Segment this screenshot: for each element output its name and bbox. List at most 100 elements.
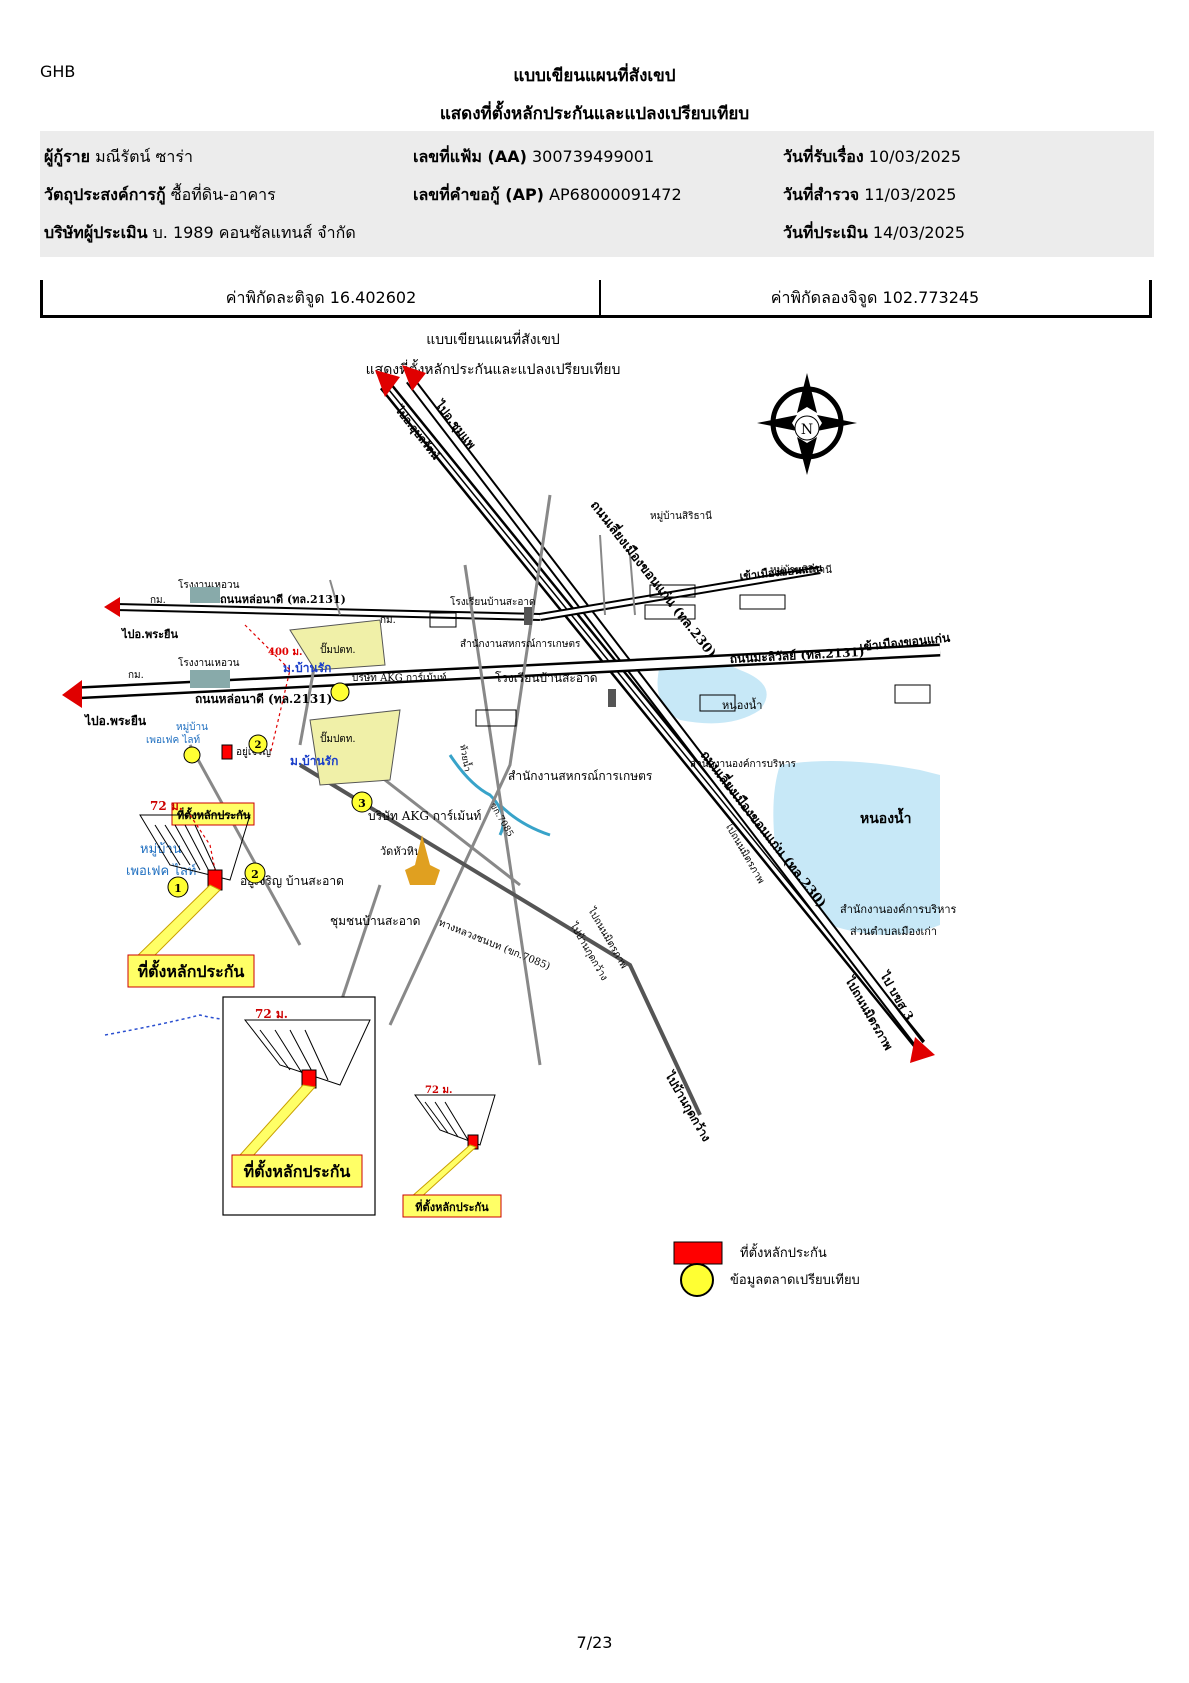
file-no-value: 300739499001	[532, 147, 655, 166]
arrow-bypass3	[910, 1037, 935, 1063]
request-no-row: เลขที่คำขอกู้ (AP) AP68000091472	[413, 183, 682, 208]
collateral-label-inset2	[402, 1194, 502, 1218]
file-no-label: เลขที่แฟ้ม (AA)	[413, 147, 527, 166]
north-arrow-icon: N	[757, 373, 857, 475]
tao-office-label: สำนักงานองค์การบริหาร	[840, 903, 957, 916]
purpose-label: วัตถุประสงค์การกู้	[44, 185, 166, 204]
file-no-row: เลขที่แฟ้ม (AA) 300739499001	[413, 145, 654, 170]
arrow-phrayuen-lower	[62, 680, 82, 708]
ayu-charoen2-label: อยู่เจริญ	[236, 747, 271, 758]
appraisal-label: วันที่ประเมิน	[783, 223, 868, 242]
traffic-light-icon-2	[608, 689, 616, 707]
traffic-light-icon	[524, 607, 532, 625]
coop1-label: สำนักงานสหกรณ์การเกษตร	[460, 638, 581, 650]
comparison-marker-4	[167, 876, 189, 898]
road-2131-upper-label: ถนนหล่อนาดี (ทล.2131)	[220, 593, 346, 606]
bank-code: GHB	[40, 62, 76, 81]
sirithani-label: หมู่บ้านสิริธานี	[650, 510, 712, 522]
marker-2-label: 2	[255, 740, 262, 751]
received-value: 10/03/2025	[868, 147, 962, 166]
latitude-label: ค่าพิกัดละติจูด	[225, 288, 325, 307]
akg1-label: บริษัท AKG การ์เม้นท์	[352, 672, 446, 684]
legend-comparison-label: ข้อมูลตลาดเปรียบเทียบ	[730, 1272, 860, 1288]
legend-collateral-swatch	[673, 1241, 723, 1265]
school2-label: โรงเรียนบ้านสะอาด	[495, 671, 598, 685]
pond-label: หนองน้ำ	[860, 807, 911, 827]
perfect-small-label: หมู่บ้าน	[176, 721, 208, 733]
marker-1-label: 1	[174, 882, 182, 895]
map-title: แบบเขียนแผนที่สังเขป	[426, 330, 560, 348]
collateral-label-small	[171, 802, 255, 826]
page-subtitle: แสดงที่ตั้งหลักประกันและแปลงเปรียบเทียบ	[439, 104, 750, 124]
wat-label: วัดหัวหิน	[380, 845, 422, 858]
borrower-value: มณีรัตน์ ซาร่า	[95, 147, 193, 166]
arrow-chumphae	[402, 365, 426, 391]
legend-comparison-swatch	[680, 1263, 714, 1297]
borrower-label: ผู้กู้ราย	[44, 147, 91, 166]
survey-value: 11/03/2025	[864, 185, 957, 204]
location-map: แบบเขียนแผนที่สังเขป แสดงที่ตั้งหลักประก…	[62, 330, 957, 1297]
appraiser-label: บริษัทผู้ประเมิน	[44, 223, 148, 242]
canal-branch	[498, 803, 551, 837]
large-pond	[773, 761, 940, 935]
tao-office-top-label: สำนักงานองค์การบริหาร	[690, 758, 796, 770]
collateral-label-inset1	[231, 1154, 363, 1188]
ban-ruk-label: ม.บ้านรัก	[283, 661, 331, 675]
longitude-value: 102.773245	[882, 288, 980, 307]
dist-72-inset2-label: 72 ม.	[425, 1085, 452, 1096]
sirithani2-label: หมู่บ้านสิริธานี	[770, 564, 832, 576]
comparison-marker-3	[351, 791, 373, 813]
route-72m	[189, 814, 216, 871]
page-number: 7/23	[576, 1633, 613, 1652]
comparison-marker-1	[330, 682, 350, 702]
factory2-label: โรงงานเหอวน	[178, 656, 240, 669]
rural-road-7085	[298, 763, 702, 1116]
gas2-label: ปั๊มปตท.	[320, 731, 356, 745]
village-block-ban-ruk	[289, 619, 401, 786]
rural-road-label: ทางหลวงชนบท (ขก.7085)	[437, 918, 552, 973]
page-title: แบบเขียนแผนที่สังเขป	[513, 66, 676, 86]
info-panel: ผู้กู้ราย มณีรัตน์ ซาร่า เลขที่แฟ้ม (AA)…	[40, 131, 1154, 257]
borrower-row: ผู้กู้ราย มณีรัตน์ ซาร่า	[44, 145, 193, 170]
factory2-icon	[190, 670, 230, 688]
pond-small-label: หนองน้ำ	[722, 697, 762, 712]
appraiser-value: บ. 1989 คอนซัลแทนส์ จำกัด	[152, 223, 356, 242]
phrayuen-upper-label: ไปอ.พระยืน	[120, 627, 178, 641]
ban-ruk2-label: ม.บ้านรัก	[290, 754, 338, 768]
factory1-icon	[190, 587, 220, 603]
akg2-label: บริษัท AKG การ์เม้นท์	[368, 809, 481, 823]
coordinate-divider	[599, 280, 601, 315]
request-no-label: เลขที่คำขอกู้ (AP)	[413, 185, 544, 204]
comparison-marker-6	[183, 746, 201, 764]
police2-label: กม.	[128, 670, 144, 681]
perfect-small2-label: เพอเฟค ไลท์	[146, 734, 200, 746]
coordinate-table: ค่าพิกัดละติจูด 16.402602 ค่าพิกัดลองจิจ…	[40, 280, 1152, 318]
purpose-row: วัตถุประสงค์การกู้ ซื้อที่ดิน-อาคาร	[44, 183, 276, 208]
collateral-plot-small	[221, 744, 233, 760]
dist-72-inset1-label: 72 ม.	[255, 1007, 288, 1021]
collateral-label-main	[127, 954, 255, 988]
stream	[104, 1014, 271, 1036]
temple-icon	[405, 835, 440, 885]
marker-3-label: 3	[358, 797, 366, 810]
longitude-label: ค่าพิกัดลองจิจูด	[770, 288, 878, 307]
arrow-ubonrat	[375, 370, 400, 397]
collateral-main-label: ที่ตั้งหลักประกัน	[138, 959, 245, 981]
police1-label: กม.	[150, 595, 166, 606]
request-no-value: AP68000091472	[549, 185, 682, 204]
arrow-phrayuen-upper	[104, 597, 120, 617]
longitude-cell: ค่าพิกัดลองจิจูด 102.773245	[601, 280, 1149, 315]
road-2131-mid-label: ถนนหล่อนาดี (ทล.2131)	[195, 692, 332, 706]
comparison-marker-2	[248, 734, 268, 754]
school-label: โรงเรียนบ้านสะอาด	[450, 595, 536, 608]
appraisal-row: วันที่ประเมิน 14/03/2025	[783, 221, 965, 246]
tao-office2-label: ส่วนตำบลเมืองเก่า	[850, 925, 937, 938]
coop2-label: สำนักงานสหกรณ์การเกษตร	[508, 769, 653, 783]
map-subtitle: แสดงที่ตั้งหลักประกันและแปลงเปรียบเทียบ	[366, 359, 621, 378]
appraisal-value: 14/03/2025	[872, 223, 966, 242]
latitude-value: 16.402602	[329, 288, 417, 307]
perfect-village2-label: เพอเฟค ไลท์	[126, 863, 196, 879]
community-label: ชุมชนบ้านสะอาด	[330, 914, 420, 929]
received-row: วันที่รับเรื่อง 10/03/2025	[783, 145, 961, 170]
received-label: วันที่รับเรื่อง	[783, 147, 864, 166]
